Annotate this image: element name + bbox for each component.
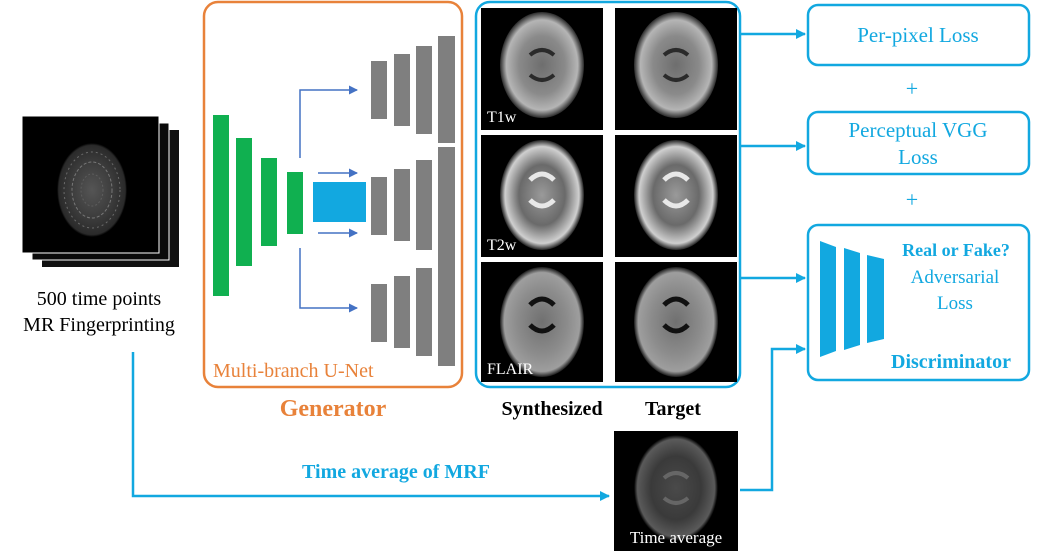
decoder-branch-3 [371, 258, 455, 366]
t2w-label: T2w [487, 237, 517, 254]
time-average-image [614, 431, 738, 551]
decoder-branch-1 [371, 36, 455, 143]
synth-t1w-image [481, 8, 603, 130]
synthesis-box [474, 0, 742, 389]
adversarial-loss-line1: Adversarial [911, 267, 1000, 288]
discriminator-network [820, 241, 884, 357]
vgg-loss-line1: Perceptual VGG [849, 118, 988, 142]
generator-box [202, 0, 464, 389]
vgg-loss-box [806, 110, 1031, 176]
unet-label: Multi-branch U-Net [213, 360, 374, 382]
loss-arrows [131, 29, 806, 501]
col-target-label: Target [645, 398, 701, 420]
plus-sign-1: + [906, 76, 918, 101]
target-t1w-image [615, 8, 737, 130]
target-t2w-image [615, 135, 737, 257]
input-caption-line1: 500 time points [37, 288, 162, 310]
time-average-label: Time average [630, 528, 722, 547]
flair-label: FLAIR [487, 361, 534, 378]
real-or-fake-label: Real or Fake? [902, 240, 1010, 260]
col-synthesized-label: Synthesized [501, 398, 602, 420]
generator-title: Generator [280, 396, 387, 422]
vgg-loss-line2: Loss [898, 145, 938, 169]
branch-arrows [299, 85, 358, 313]
input-caption-line2: MR Fingerprinting [23, 314, 175, 336]
mrf-input-stack [21, 115, 179, 267]
plus-sign-2: + [906, 187, 918, 212]
per-pixel-loss-box [806, 3, 1031, 67]
synth-t2w-image [481, 135, 603, 257]
unet-encoder [213, 115, 303, 296]
unet-bottleneck [313, 182, 366, 222]
time-average-arrow-label: Time average of MRF [302, 461, 490, 483]
per-pixel-loss-label: Per-pixel Loss [857, 23, 978, 47]
discriminator-label: Discriminator [891, 351, 1011, 373]
adversarial-loss-line2: Loss [937, 293, 973, 314]
t1w-label: T1w [487, 109, 517, 126]
decoder-branch-2 [371, 147, 455, 259]
discriminator-box [806, 223, 1031, 382]
target-flair-image [615, 262, 737, 382]
synth-flair-image [481, 262, 603, 382]
